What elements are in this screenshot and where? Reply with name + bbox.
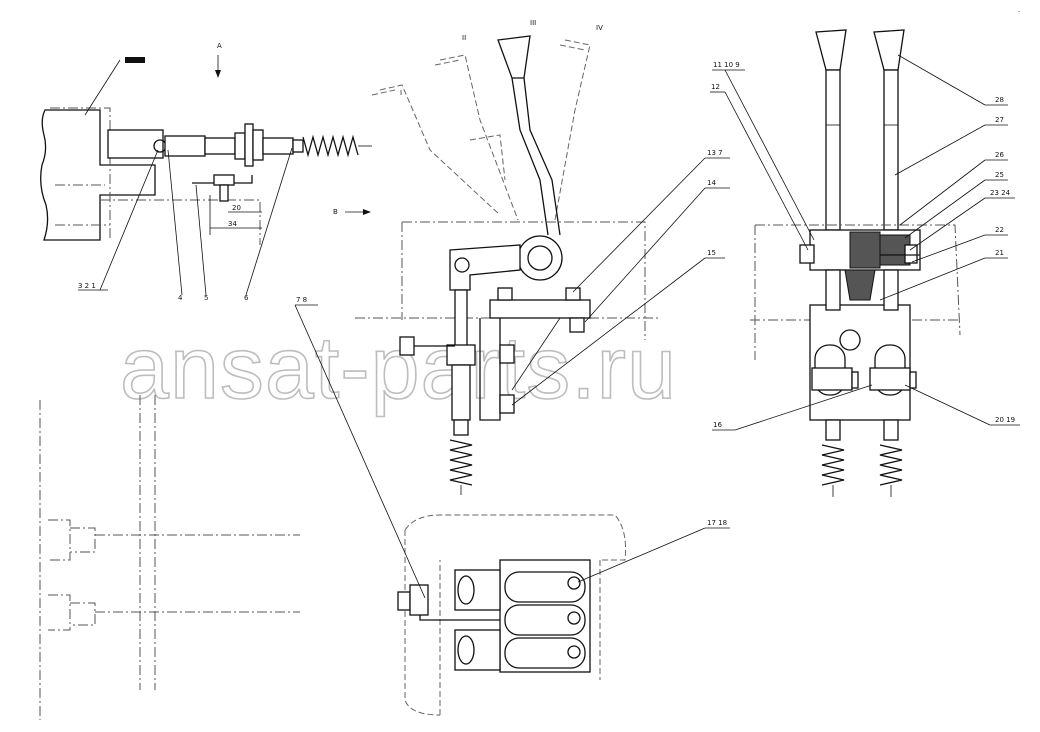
svg-text:B: B <box>333 208 338 216</box>
callout-23-24: 23 24 <box>990 189 1011 197</box>
callout-16: 16 <box>713 421 722 429</box>
lever-hub <box>517 235 563 281</box>
callout-14: 14 <box>707 179 716 187</box>
svg-text:A: A <box>217 42 222 50</box>
callout-5: 5 <box>204 294 208 302</box>
mounting-plate <box>244 123 254 167</box>
crank-arm <box>449 244 521 291</box>
callout-17-18: 17 18 <box>707 519 727 527</box>
bracket <box>192 175 253 184</box>
lever-shaft <box>511 77 549 236</box>
svg-text:I: I <box>400 89 402 97</box>
housing-outline <box>40 109 156 241</box>
callout-3-2-1: 3 2 1 <box>78 282 96 290</box>
left-lever-knob <box>815 29 847 71</box>
callout-25: 25 <box>995 171 1004 179</box>
watermark-text: ansat-parts.ru <box>120 318 677 417</box>
vertical-rod <box>454 289 468 351</box>
bottom-top-view: 7 8 17 18 <box>294 296 730 716</box>
lower-clevis <box>454 629 501 671</box>
left-side-view: 20 34 A 3 2 1 4 5 6 <box>40 42 372 302</box>
lever-knob <box>497 35 531 79</box>
callout-27: 27 <box>995 116 1004 124</box>
callout-13-7: 13 7 <box>707 149 723 157</box>
callout-20-19: 20 19 <box>995 416 1015 424</box>
base-plate <box>489 299 591 319</box>
svg-text:II: II <box>462 34 466 42</box>
ghost-lever-positions <box>371 39 591 221</box>
callout-22: 22 <box>995 226 1004 234</box>
callout-28: 28 <box>995 96 1004 104</box>
callout-4: 4 <box>178 294 183 302</box>
section-tag <box>125 57 145 63</box>
callout-15: 15 <box>707 249 716 257</box>
clevis-block <box>164 135 206 157</box>
callout-12: 12 <box>711 83 720 91</box>
left-lever-shaft <box>825 69 841 231</box>
right-lever-knob <box>873 29 905 71</box>
lower-left-hidden-view <box>39 395 300 720</box>
corner-mark: . <box>1018 6 1020 14</box>
callout-26: 26 <box>995 151 1004 159</box>
right-front-view: 11 10 9 12 28 27 26 25 23 24 22 21 16 20… <box>710 29 1020 497</box>
center-front-view: I II III IV <box>333 19 730 495</box>
housing-hidden <box>50 107 111 240</box>
right-spring-boots <box>821 419 903 497</box>
dimension-34: 34 <box>228 220 237 228</box>
callout-7-8: 7 8 <box>296 296 307 304</box>
nut <box>234 132 246 160</box>
callout-6: 6 <box>244 294 249 302</box>
side-bracket <box>479 318 501 421</box>
spring-boot <box>292 134 372 158</box>
front-spring-boot <box>449 419 473 495</box>
callout-11-10-9: 11 10 9 <box>713 61 740 69</box>
right-lever-shaft <box>883 69 899 231</box>
svg-text:III: III <box>530 19 536 27</box>
dimension-20: 20 <box>232 204 241 212</box>
upper-clevis <box>454 569 501 611</box>
svg-text:IV: IV <box>596 24 603 32</box>
callout-21: 21 <box>995 249 1004 257</box>
